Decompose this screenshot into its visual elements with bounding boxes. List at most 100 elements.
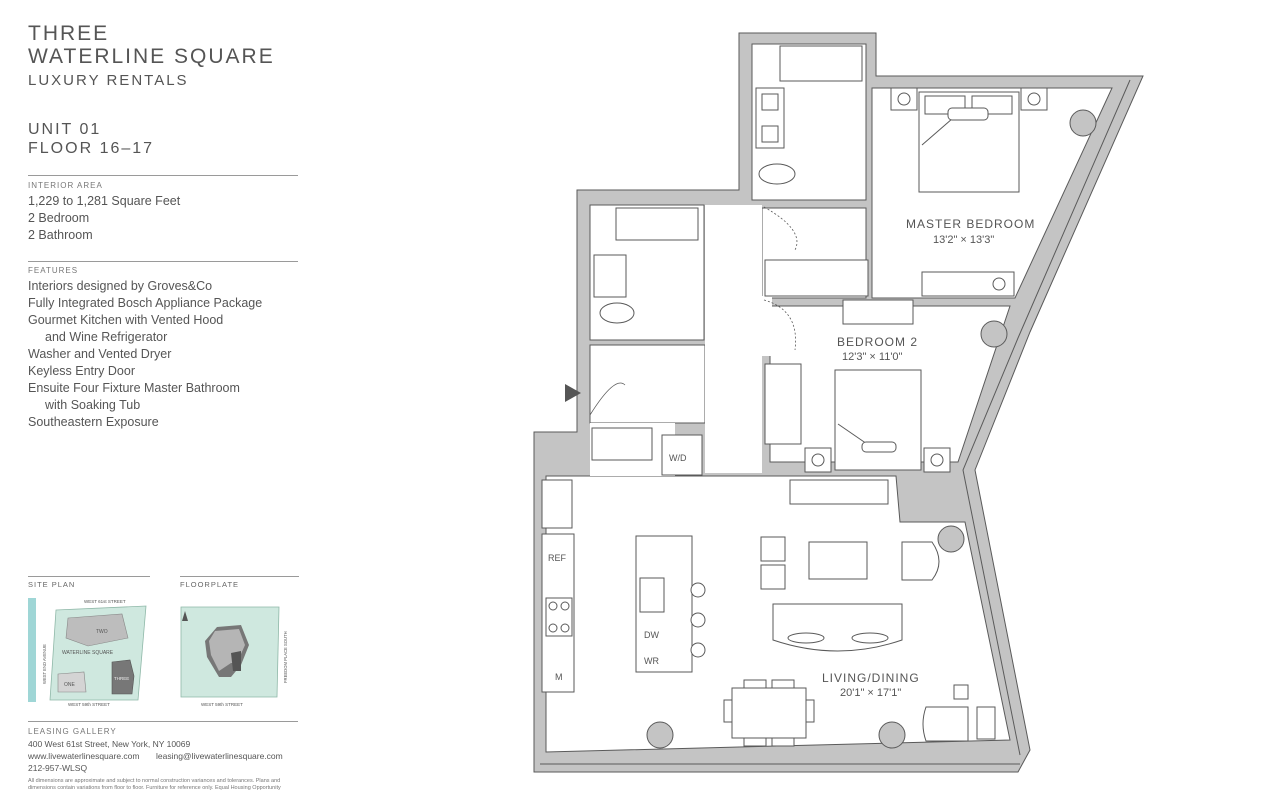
leasing-email[interactable]: leasing@livewaterlinesquare.com [156, 751, 283, 761]
washer-dryer-label: W/D [669, 453, 687, 463]
dining-table [731, 687, 807, 739]
tv-icon [992, 277, 1006, 291]
feature-item: Gourmet Kitchen with Vented Hood [28, 313, 224, 327]
feature-item: Interiors designed by Groves&Co [28, 279, 213, 293]
lamp-icon [811, 453, 825, 467]
river-strip [28, 598, 36, 702]
dining-chair [771, 737, 795, 747]
feature-item: and Wine Refrigerator [45, 330, 168, 344]
divider [28, 175, 298, 176]
small-table [953, 684, 969, 700]
divider [28, 261, 298, 262]
west-street-label: WEST END AVENUE [42, 644, 47, 684]
disclaimer: All dimensions are approximate and subje… [28, 778, 281, 791]
bed-tray [947, 107, 989, 121]
building-two [65, 613, 129, 647]
round-side-table [1069, 109, 1097, 137]
site-plan-map: WEST 61st STREET WEST 59th STREET WEST E… [28, 598, 147, 707]
sink-icon [761, 93, 779, 111]
interior-area-value: 1,229 to 1,281 Square Feet [28, 194, 181, 208]
armchair [901, 541, 940, 581]
feature-item: with Soaking Tub [45, 398, 141, 412]
feature-item: Fully Integrated Bosch Appliance Package [28, 296, 263, 310]
entry-arrow-icon [565, 384, 581, 402]
title-line-1: THREE [28, 22, 110, 45]
entry-door-swing [589, 382, 626, 416]
microwave-label: M [555, 672, 563, 682]
bedroom-count: 2 Bedroom [28, 211, 90, 225]
building-one [57, 671, 87, 693]
south-street-label: WEST 59th STREET [68, 702, 110, 707]
lamp-icon [1027, 92, 1041, 106]
toilet-icon [758, 163, 796, 185]
feature-item: Southeastern Exposure [28, 415, 159, 429]
page-title: THREE WATERLINE SQUARE [28, 22, 275, 68]
title-line-2: WATERLINE SQUARE [28, 45, 275, 68]
nightstand [923, 447, 951, 473]
side-table [760, 536, 786, 562]
master-bedroom-label: MASTER BEDROOM [906, 217, 1035, 231]
media-console [789, 479, 889, 505]
feature-item: Ensuite Four Fixture Master Bathroom [28, 381, 240, 395]
lamp-icon [930, 453, 944, 467]
refrigerator-label: REF [548, 553, 567, 563]
facade-window-line [962, 79, 1131, 756]
island-sink-icon [639, 577, 665, 613]
side-table [760, 564, 786, 590]
burner-icon [548, 623, 558, 633]
hall-niche [760, 296, 772, 356]
burner-icon [560, 623, 570, 633]
bathtub [615, 207, 699, 241]
feature-item: Keyless Entry Door [28, 364, 135, 378]
bar-stool [690, 642, 706, 658]
desk [842, 299, 914, 325]
sofa-cushion [787, 632, 825, 644]
living-dining-dimensions: 20'1" × 17'1" [840, 687, 901, 699]
dresser [921, 271, 1015, 297]
subtitle: LUXURY RENTALS [28, 72, 189, 89]
coat-closet [591, 427, 653, 461]
site-plan-label: SITE PLAN [28, 580, 76, 589]
bedroom-2-dimensions: 12'3" × 11'0" [842, 351, 903, 363]
nightstand [890, 87, 918, 111]
divider [180, 576, 299, 577]
leasing-website[interactable]: www.livewaterlinesquare.com [28, 751, 140, 761]
master-bedroom-dimensions: 13'2" × 13'3" [933, 234, 994, 246]
bathtub [779, 45, 863, 82]
interior-area-label: INTERIOR AREA [28, 181, 103, 190]
dining-chair [723, 699, 733, 723]
toilet-icon [599, 302, 635, 324]
nightstand [1020, 87, 1048, 111]
sink-icon [761, 125, 779, 143]
unit-number: UNIT 01 [28, 121, 102, 138]
dining-chair [771, 679, 795, 689]
building-three [111, 659, 135, 695]
coffee-table [808, 541, 868, 580]
north-street-label: WEST 61st STREET [84, 599, 126, 604]
leasing-phone: 212-957-WLSQ [28, 763, 88, 773]
sofa [772, 603, 903, 652]
dishwasher-label: DW [644, 630, 659, 640]
hall [705, 205, 762, 473]
divider [28, 721, 298, 722]
pantry [541, 479, 573, 529]
burner-icon [548, 601, 558, 611]
lounge-chair [922, 706, 969, 742]
wine-refrigerator-label: WR [644, 656, 659, 666]
bedroom-2-label: BEDROOM 2 [837, 335, 918, 349]
building-three-label: THREE [114, 676, 129, 681]
round-side-table [646, 721, 674, 749]
floorplate-map: WEST 59th STREET FREEDOM PLACE SOUTH [180, 606, 288, 707]
floorplate-south-street: WEST 59th STREET [201, 702, 243, 707]
bedroom2-closet [764, 363, 802, 445]
dining-chair [743, 679, 767, 689]
round-side-table [980, 320, 1008, 348]
floorplate-east-street: FREEDOM PLACE SOUTH [283, 631, 288, 683]
ottoman [976, 706, 996, 740]
bedroom2-bed [834, 369, 922, 471]
park-label: WATERLINE SQUARE [62, 650, 114, 656]
sofa-cushion [851, 632, 889, 644]
washer-dryer [661, 434, 703, 476]
floorplate-label: FLOORPLATE [180, 580, 240, 589]
